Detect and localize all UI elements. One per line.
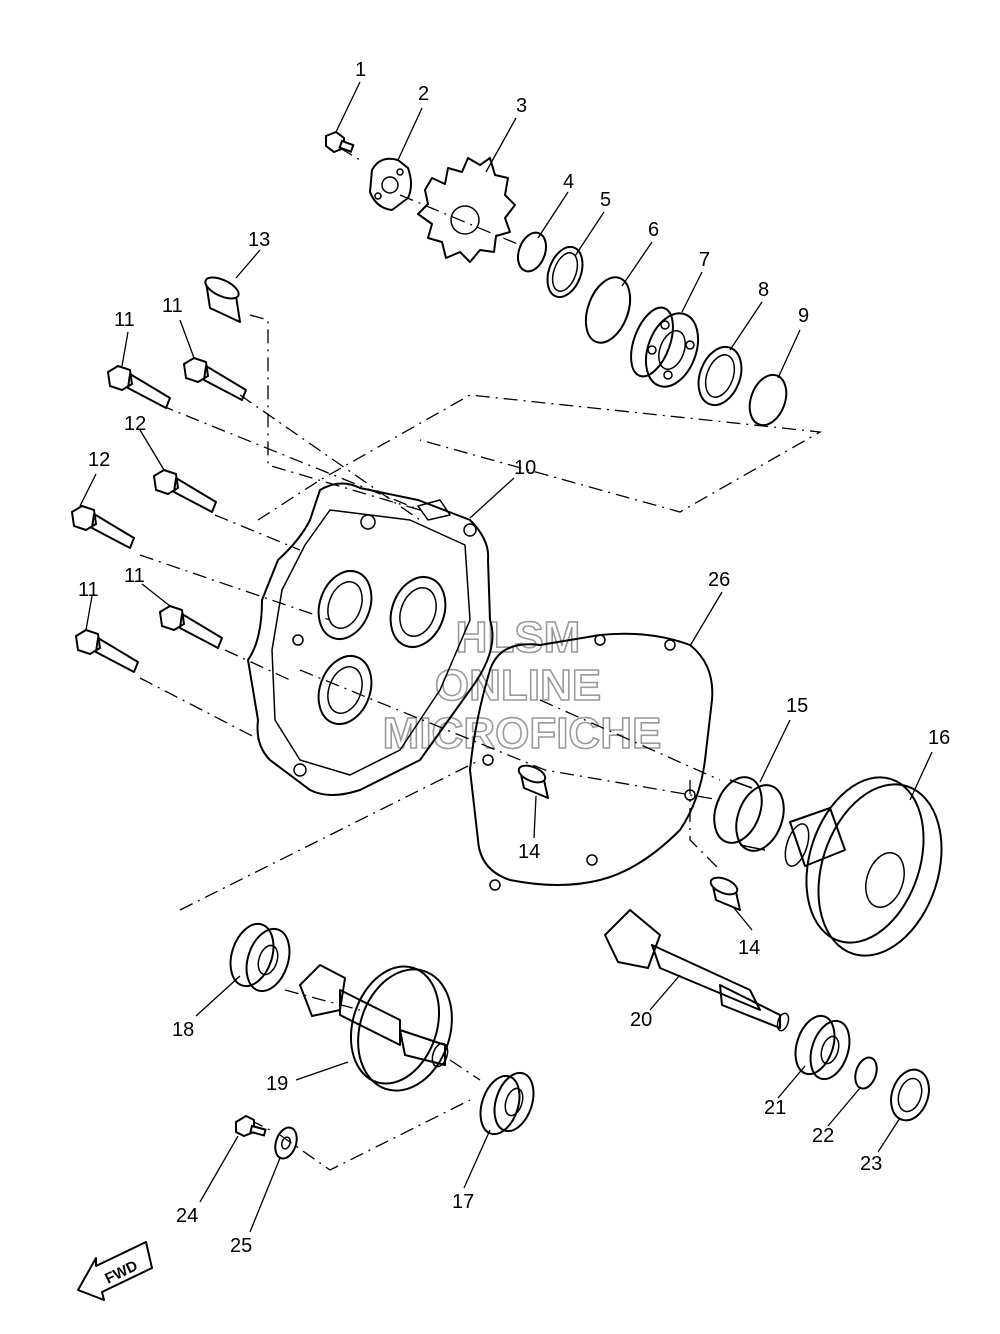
part-26-gasket [469,632,714,891]
part-8-oil-seal [697,345,743,407]
callout-21: 21 [764,1097,786,1119]
part-20-drive-shaft [604,909,790,1032]
callout-15: 15 [786,695,808,717]
callout-3: 3 [516,95,527,117]
part-16-gear [784,776,943,957]
callout-11-a: 11 [114,309,135,331]
part-24-bolt [235,1114,267,1138]
callout-11-c: 11 [124,565,145,587]
callout-8: 8 [758,279,769,301]
part-11-bolt-c [158,604,223,649]
callout-12-a: 12 [124,413,146,435]
part-13-dowel-sleeve [204,276,241,323]
callout-4: 4 [563,171,574,193]
part-5-washer [546,245,584,299]
part-17-bearing [479,1071,535,1136]
callout-11-b: 11 [162,295,183,317]
part-14-dowel-b [709,876,741,911]
callout-20: 20 [630,1009,652,1031]
part-10-transmission-case [247,482,494,796]
callout-1: 1 [355,59,366,81]
part-9-circlip [748,373,788,427]
part-11-bolt-b [182,356,247,401]
part-14-dowel-a [517,764,549,799]
callout-16: 16 [928,727,950,749]
part-19-gear-shaft [299,964,453,1092]
part-2-lock-plate [369,157,412,211]
callout-23: 23 [860,1153,882,1175]
callout-13: 13 [248,229,270,251]
part-15-needle-bearing [713,776,785,852]
assembly-lines [139,147,823,1171]
part-7-bearing [630,306,700,388]
callout-9: 9 [798,305,809,327]
callout-18: 18 [172,1019,194,1041]
part-25-washer [274,1126,298,1160]
callout-labels: 1 2 3 4 5 6 7 8 9 10 11 11 11 11 12 12 1… [78,59,950,1257]
parts [70,130,943,1160]
watermark: HLSM ONLINE MICROFICHE [382,612,662,759]
part-11-bolt-a [106,364,171,409]
part-12-bolt-a [152,468,217,513]
part-23-oil-seal [890,1068,930,1122]
part-6-circlip [584,276,632,344]
callout-22: 22 [812,1125,834,1147]
callout-17: 17 [452,1191,474,1213]
callout-26: 26 [708,569,730,591]
fwd-arrow-icon: FWD [77,1241,153,1301]
leader-lines [79,81,933,1233]
part-1-bolt [325,130,355,154]
callout-14-a: 14 [518,841,540,863]
watermark-line-1: HLSM [456,613,581,662]
callout-19: 19 [266,1073,288,1095]
callout-14-b: 14 [738,937,760,959]
callout-12-b: 12 [88,449,110,471]
part-3-sprocket [417,157,516,263]
callout-25: 25 [230,1235,252,1257]
callout-10: 10 [514,457,536,479]
part-11-bolt-d [74,628,139,673]
callout-5: 5 [600,189,611,211]
callout-2: 2 [418,83,429,105]
callout-24: 24 [176,1205,198,1227]
part-4-circlip [516,231,548,273]
callout-11-d: 11 [78,579,99,601]
part-21-bearing [794,1014,851,1081]
part-12-bolt-b [70,504,135,549]
part-18-bearing [229,922,291,993]
watermark-line-3: MICROFICHE [383,709,662,758]
callout-6: 6 [648,219,659,241]
part-22-circlip [854,1056,878,1090]
callout-7: 7 [699,249,710,271]
